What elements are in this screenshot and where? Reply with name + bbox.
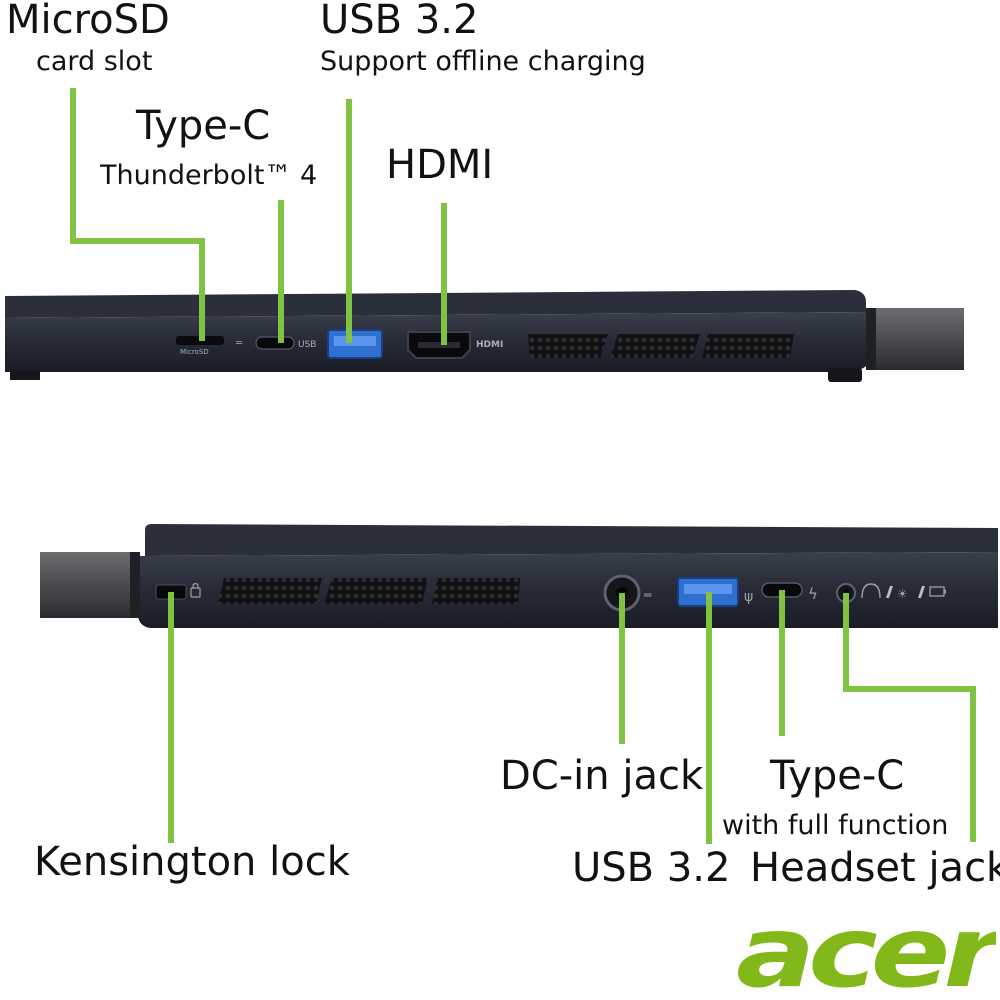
top-laptop-foot-left	[10, 370, 40, 380]
lightning-icon: ϟ	[808, 585, 818, 603]
kensington-label: Kensington lock	[34, 839, 350, 885]
typec-bottom-sublabel: with full function	[722, 810, 949, 841]
usb-marking: USB	[298, 340, 316, 350]
microsd-marking: MicroSD	[180, 348, 209, 356]
usb-trident-icon: ψ	[744, 589, 753, 605]
bottom-vent-1	[218, 578, 322, 604]
top-laptop-foot-right	[828, 368, 862, 382]
top-vent-1	[528, 334, 608, 358]
usb-top-label: USB 3.2	[320, 0, 479, 43]
headset-icon	[861, 583, 881, 599]
top-hinge	[866, 308, 964, 370]
typec-port-top	[255, 336, 295, 350]
hdmi-label: HDMI	[386, 142, 494, 188]
dc-in-label: DC-in jack	[500, 753, 704, 799]
headset-label: Headset jack	[750, 845, 1000, 891]
bottom-laptop-side: ═ ψ ϟ ☀	[40, 524, 998, 628]
dc-power-icon: ═	[643, 588, 652, 602]
bottom-vent-2	[324, 578, 428, 604]
top-laptop-lid	[5, 290, 866, 318]
usb-top-sublabel: Support offline charging	[320, 46, 646, 77]
top-vent-3	[702, 334, 794, 358]
microsd-sublabel: card slot	[36, 46, 153, 77]
typec-top-label: Type-C	[136, 103, 271, 149]
hdmi-marking: HDMI	[476, 340, 503, 350]
top-laptop-side: ═	[5, 290, 964, 382]
acer-logo-text: acer	[736, 912, 996, 996]
typec-bottom-label: Type-C	[770, 753, 905, 799]
bottom-hinge	[40, 552, 140, 618]
battery-led-icon	[929, 586, 946, 597]
bottom-vent-3	[432, 578, 520, 604]
callout-headset	[843, 593, 976, 842]
usb-bottom-label: USB 3.2	[572, 845, 731, 891]
callout-microsd	[70, 88, 205, 341]
dc-symbol-marking: ═	[235, 338, 243, 349]
power-led-icon	[886, 586, 893, 598]
bottom-laptop-lid	[145, 524, 998, 556]
lock-icon	[190, 582, 201, 598]
typec-top-sublabel: Thunderbolt™ 4	[100, 160, 318, 191]
brightness-led-icon: ☀	[897, 587, 908, 601]
microsd-label: MicroSD	[6, 0, 170, 43]
callout-lines	[70, 88, 976, 844]
acer-logo: acer	[736, 912, 996, 996]
top-vent-2	[610, 334, 700, 358]
